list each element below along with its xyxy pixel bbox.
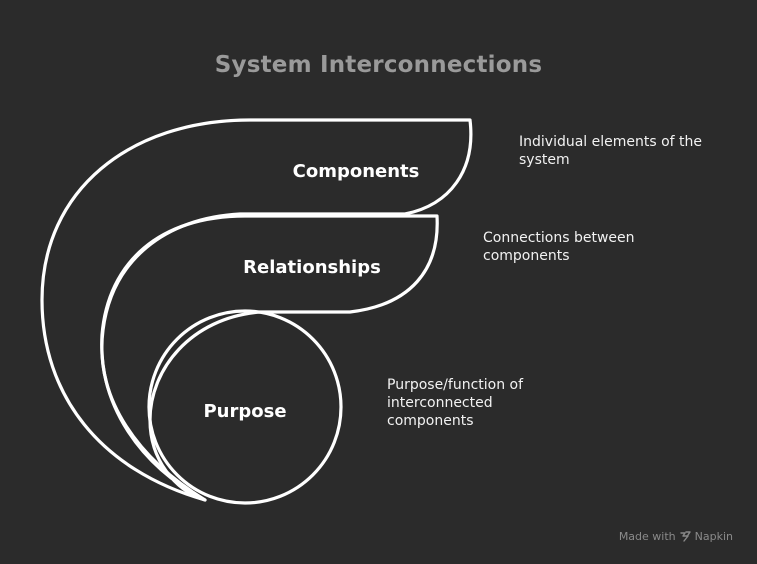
purpose-label: Purpose <box>203 401 286 422</box>
components-label: Components <box>293 161 420 182</box>
watermark-brand: Napkin <box>694 530 733 543</box>
diagram-title: System Interconnections <box>214 52 543 78</box>
watermark-prefix: Made with <box>618 530 676 543</box>
purpose-layer-shape <box>147 309 343 505</box>
relationships-description: Connections between components <box>483 230 635 264</box>
napkin-logo-icon <box>679 531 691 542</box>
components-description: Individual elements of the system <box>519 134 703 168</box>
relationships-label: Relationships <box>243 257 381 278</box>
purpose-description: Purpose/function of interconnected compo… <box>387 377 524 429</box>
napkin-watermark[interactable]: Made with Napkin <box>619 530 733 543</box>
